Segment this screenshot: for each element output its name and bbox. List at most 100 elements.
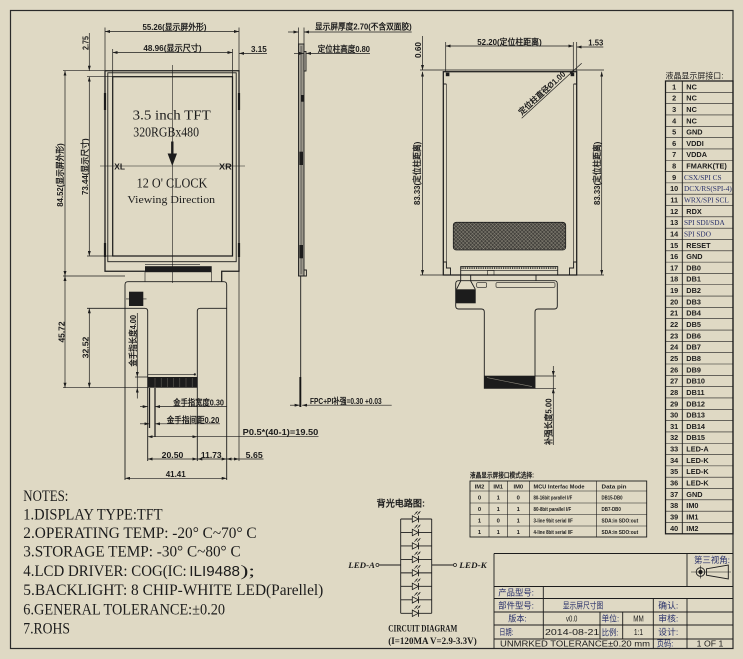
mode-cell-im1: 1 (497, 530, 501, 536)
mode-table-frame (469, 480, 648, 538)
pin-signal: LED-A (686, 445, 709, 454)
mode-cell-im2: 0 (478, 507, 481, 513)
pin-number: 9 (672, 173, 676, 182)
diode-triangle (411, 582, 420, 591)
pin-signal: VDDI (686, 139, 703, 148)
pin-number: 11 (670, 196, 678, 205)
profile-block (299, 245, 303, 259)
pin-signal: IM0 (686, 501, 698, 510)
back-view (442, 71, 578, 389)
mode-header-im2: IM2 (475, 484, 485, 490)
diode-triangle (411, 555, 420, 564)
led-array (400, 511, 432, 618)
pin-signal: LED-K (686, 456, 709, 465)
pin-number: 35 (670, 467, 678, 476)
pin-number: 31 (670, 422, 678, 431)
pin-number: 16 (670, 252, 678, 261)
pin-signal: DCX/RS(SPI-4) (684, 184, 732, 193)
gold-fingers (147, 377, 198, 388)
date-label: 日期: (499, 627, 513, 637)
profile-bottom-step (298, 269, 307, 277)
note-driver-ic: ILI9488 (189, 563, 240, 580)
pin-number: 27 (670, 377, 678, 386)
led-rails (400, 519, 433, 614)
note-general-tolerance: 6.GENERAL TOLERANCE:±0.20 (23, 602, 225, 619)
dim-label-top-offset: 0.60 (413, 42, 423, 58)
pin-signal: DB3 (686, 297, 701, 306)
diode-triangle (411, 515, 420, 523)
dim-label-right-margin: 3.15 (251, 44, 267, 54)
dim-label-edge-offset: 5.65 (246, 450, 263, 460)
page-label: 页码: (657, 639, 674, 649)
pin-signal: DB12 (686, 399, 705, 408)
third-angle-projection-icon (691, 564, 731, 580)
note-operating-temp: 2.OPERATING TEMP: -20° C~70° C (23, 525, 256, 542)
mode-cell-interface: 3-line 9bit serial I/F (534, 519, 574, 525)
scale-label: 比例: (602, 628, 619, 638)
note-lcd-driver: 4.LCD DRIVER: COG(IC: (23, 563, 186, 580)
note-storage-temp: 3.STORAGE TEMP: -30° C~80° C (23, 544, 240, 561)
pin-diameter-leader (521, 69, 575, 119)
pin-signal: LED-K (686, 479, 709, 488)
pin-number: 33 (670, 445, 678, 454)
date-value: 2014-08-21 (545, 627, 600, 637)
mode-header-data-pin: Data pin (602, 484, 627, 490)
dim-label-fpc-thickness: FPC+PI补强=0.30 +0.03 (310, 396, 382, 406)
profile-block (299, 151, 303, 165)
pin-number: 24 (670, 343, 679, 352)
pin-signal: FMARK(TE) (686, 162, 727, 171)
center-lines (100, 65, 245, 283)
title-block-grid (493, 553, 733, 649)
pin-signal: GND (686, 252, 702, 261)
mode-header-im1: IM1 (493, 484, 503, 490)
unmarked-tolerance-note: UNMRKED TOLERANCE±0.20 mm (500, 639, 650, 649)
viewing-direction-clock: 12 O' CLOCK (137, 177, 208, 192)
pin-signal: DB1 (686, 275, 701, 284)
mode-cell-im0: 1 (517, 507, 521, 513)
pin-signal: RDX (686, 207, 702, 216)
fpc-connector-key (487, 270, 495, 276)
light-emission-arrow (414, 591, 418, 596)
gold-finger-separators (154, 378, 193, 387)
dim-label-thickness: 显示屏厚度2.70(不含双面胶) (315, 22, 412, 32)
front-view: 3.5 inch TFT 320RGBx480 12 O' CLOCK View… (87, 65, 245, 480)
finger-edge-lines (148, 388, 156, 437)
mode-cell-data-pin: SDA:in SDO:out (602, 519, 639, 525)
pin-number: 21 (670, 309, 678, 318)
dim-label-pin-distance-x: 52.20(定位柱距离) (477, 37, 542, 47)
cathode-terminal (453, 563, 457, 567)
stiffener-edge-line (486, 377, 533, 387)
pin-number: 12 (670, 207, 678, 216)
pin-number: 23 (670, 331, 678, 340)
fpc-slot (495, 282, 556, 288)
third-angle-label: 第三视角: (694, 555, 730, 565)
backlight-mesh-area (452, 221, 567, 251)
mode-cell-data-pin: DB7-DB0 (602, 507, 621, 513)
projection-frustum (706, 564, 729, 580)
pin-signal: NC (686, 105, 697, 114)
light-emission-arrow (414, 578, 418, 583)
diode-triangle (411, 595, 420, 604)
pin-number: 22 (670, 320, 678, 329)
dim-label-gold-finger-width: 金手指宽度0.30 (172, 398, 224, 408)
pin-number: 32 (670, 433, 678, 442)
pin-number: 25 (670, 354, 678, 363)
module-side-tabs (103, 93, 241, 257)
circuit-spec: (I=120MA V=2.9-3.3V) (388, 636, 476, 647)
light-emission-arrow (416, 564, 421, 569)
